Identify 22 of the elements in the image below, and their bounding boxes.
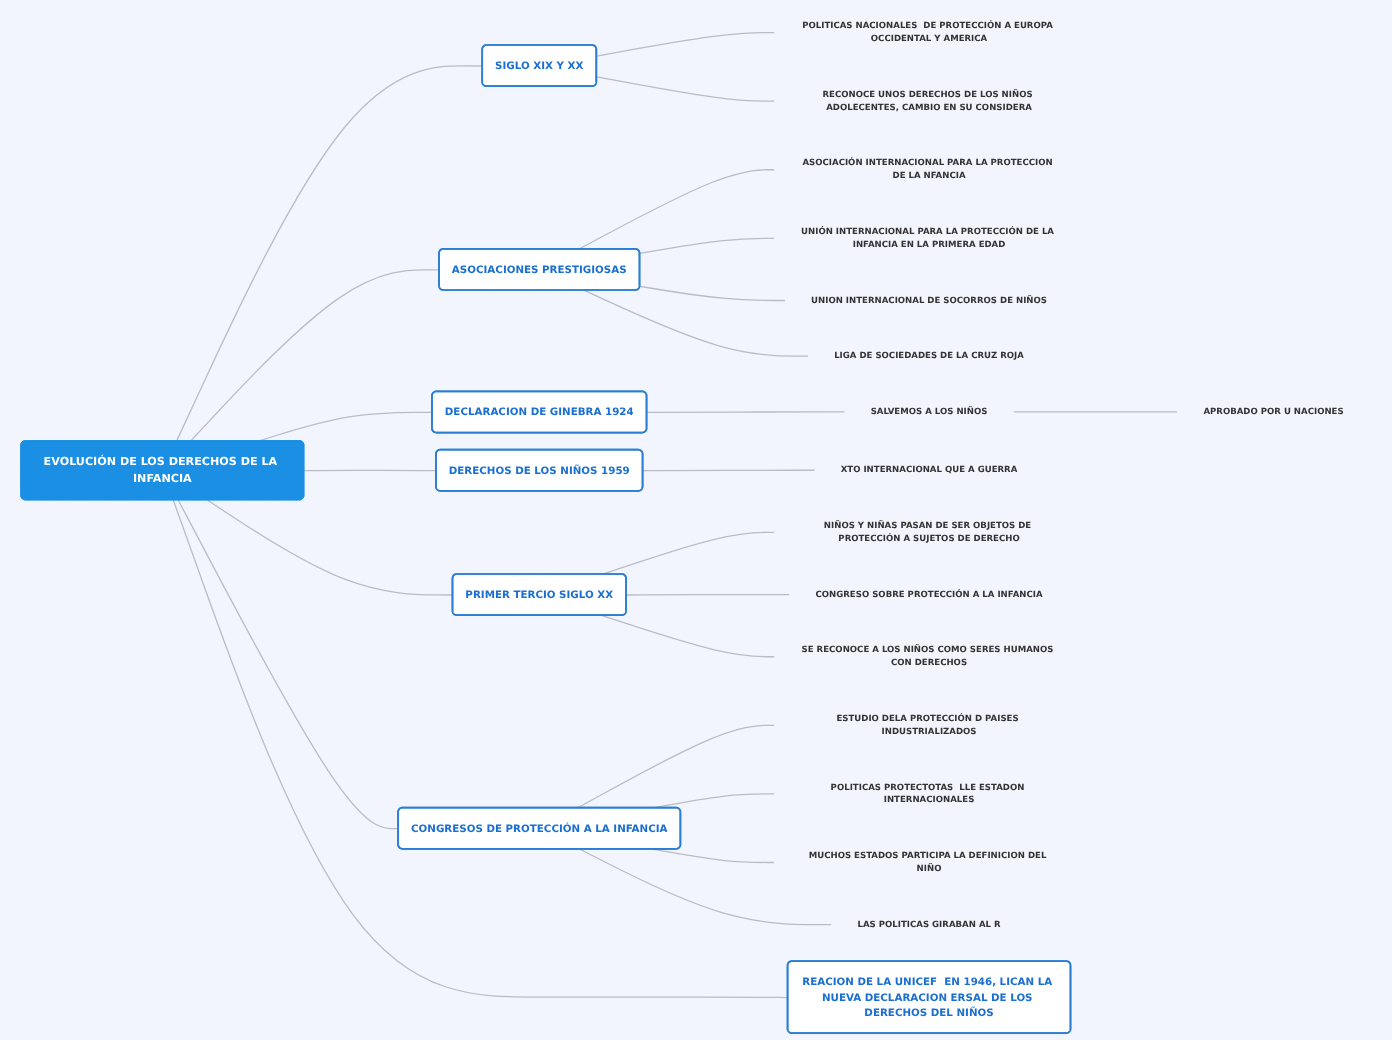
connector [207,499,455,596]
connector [626,593,792,596]
connector [602,614,777,658]
connector [173,499,790,999]
connector [190,269,441,442]
connector [258,411,434,442]
connector [580,848,834,926]
connector [1013,411,1180,413]
connector [578,169,777,250]
connector [304,469,438,472]
connector [647,411,847,414]
connector [643,469,817,472]
connector [602,531,777,576]
connector [577,724,777,809]
connector [584,289,810,357]
connector [596,31,777,57]
connector [176,65,485,442]
connector [596,76,777,102]
connector [652,848,777,864]
connector [640,237,777,254]
connector [178,499,401,830]
connector [640,285,787,302]
